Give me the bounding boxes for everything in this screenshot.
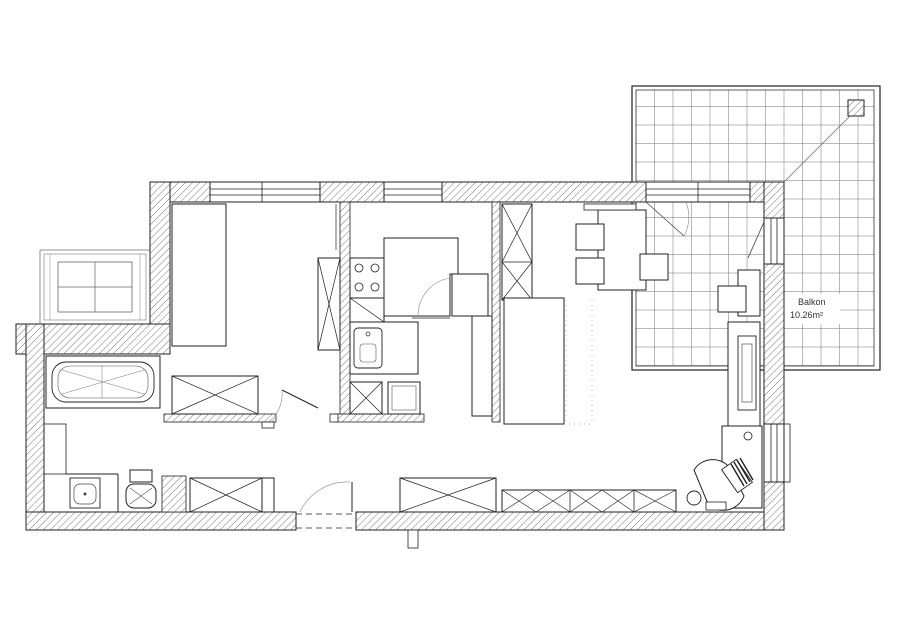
dining-chair (639, 253, 669, 281)
low-cabinet (501, 489, 677, 513)
hall (189, 477, 275, 513)
bay-window (39, 249, 151, 325)
kitchen-partition (383, 237, 459, 317)
bed (171, 203, 227, 347)
dining-chair (575, 257, 605, 285)
balcony-drain-icon (847, 99, 865, 117)
sideboards (399, 477, 677, 513)
kitchen-island (503, 297, 565, 425)
living-cabinet (501, 203, 533, 301)
dining-table (597, 209, 647, 291)
top-windows (209, 181, 751, 237)
right-windows (747, 217, 791, 483)
balcony: Balkon 10.26m² (631, 85, 881, 371)
balcony-diagonal-line (783, 109, 857, 183)
sink-icon (353, 327, 383, 369)
bathroom (45, 355, 161, 509)
fridge (451, 273, 489, 317)
entrance-door (296, 481, 419, 549)
armchair-icon (686, 425, 763, 511)
balcony-label: Balkon (798, 297, 826, 307)
kitchen (349, 237, 493, 417)
balcony-area: 10.26m² (790, 310, 823, 320)
toilet-icon (125, 469, 157, 509)
cooktop-icon (349, 257, 385, 299)
dining-chair (575, 223, 605, 251)
bedroom (171, 203, 341, 429)
living-room (501, 203, 763, 511)
